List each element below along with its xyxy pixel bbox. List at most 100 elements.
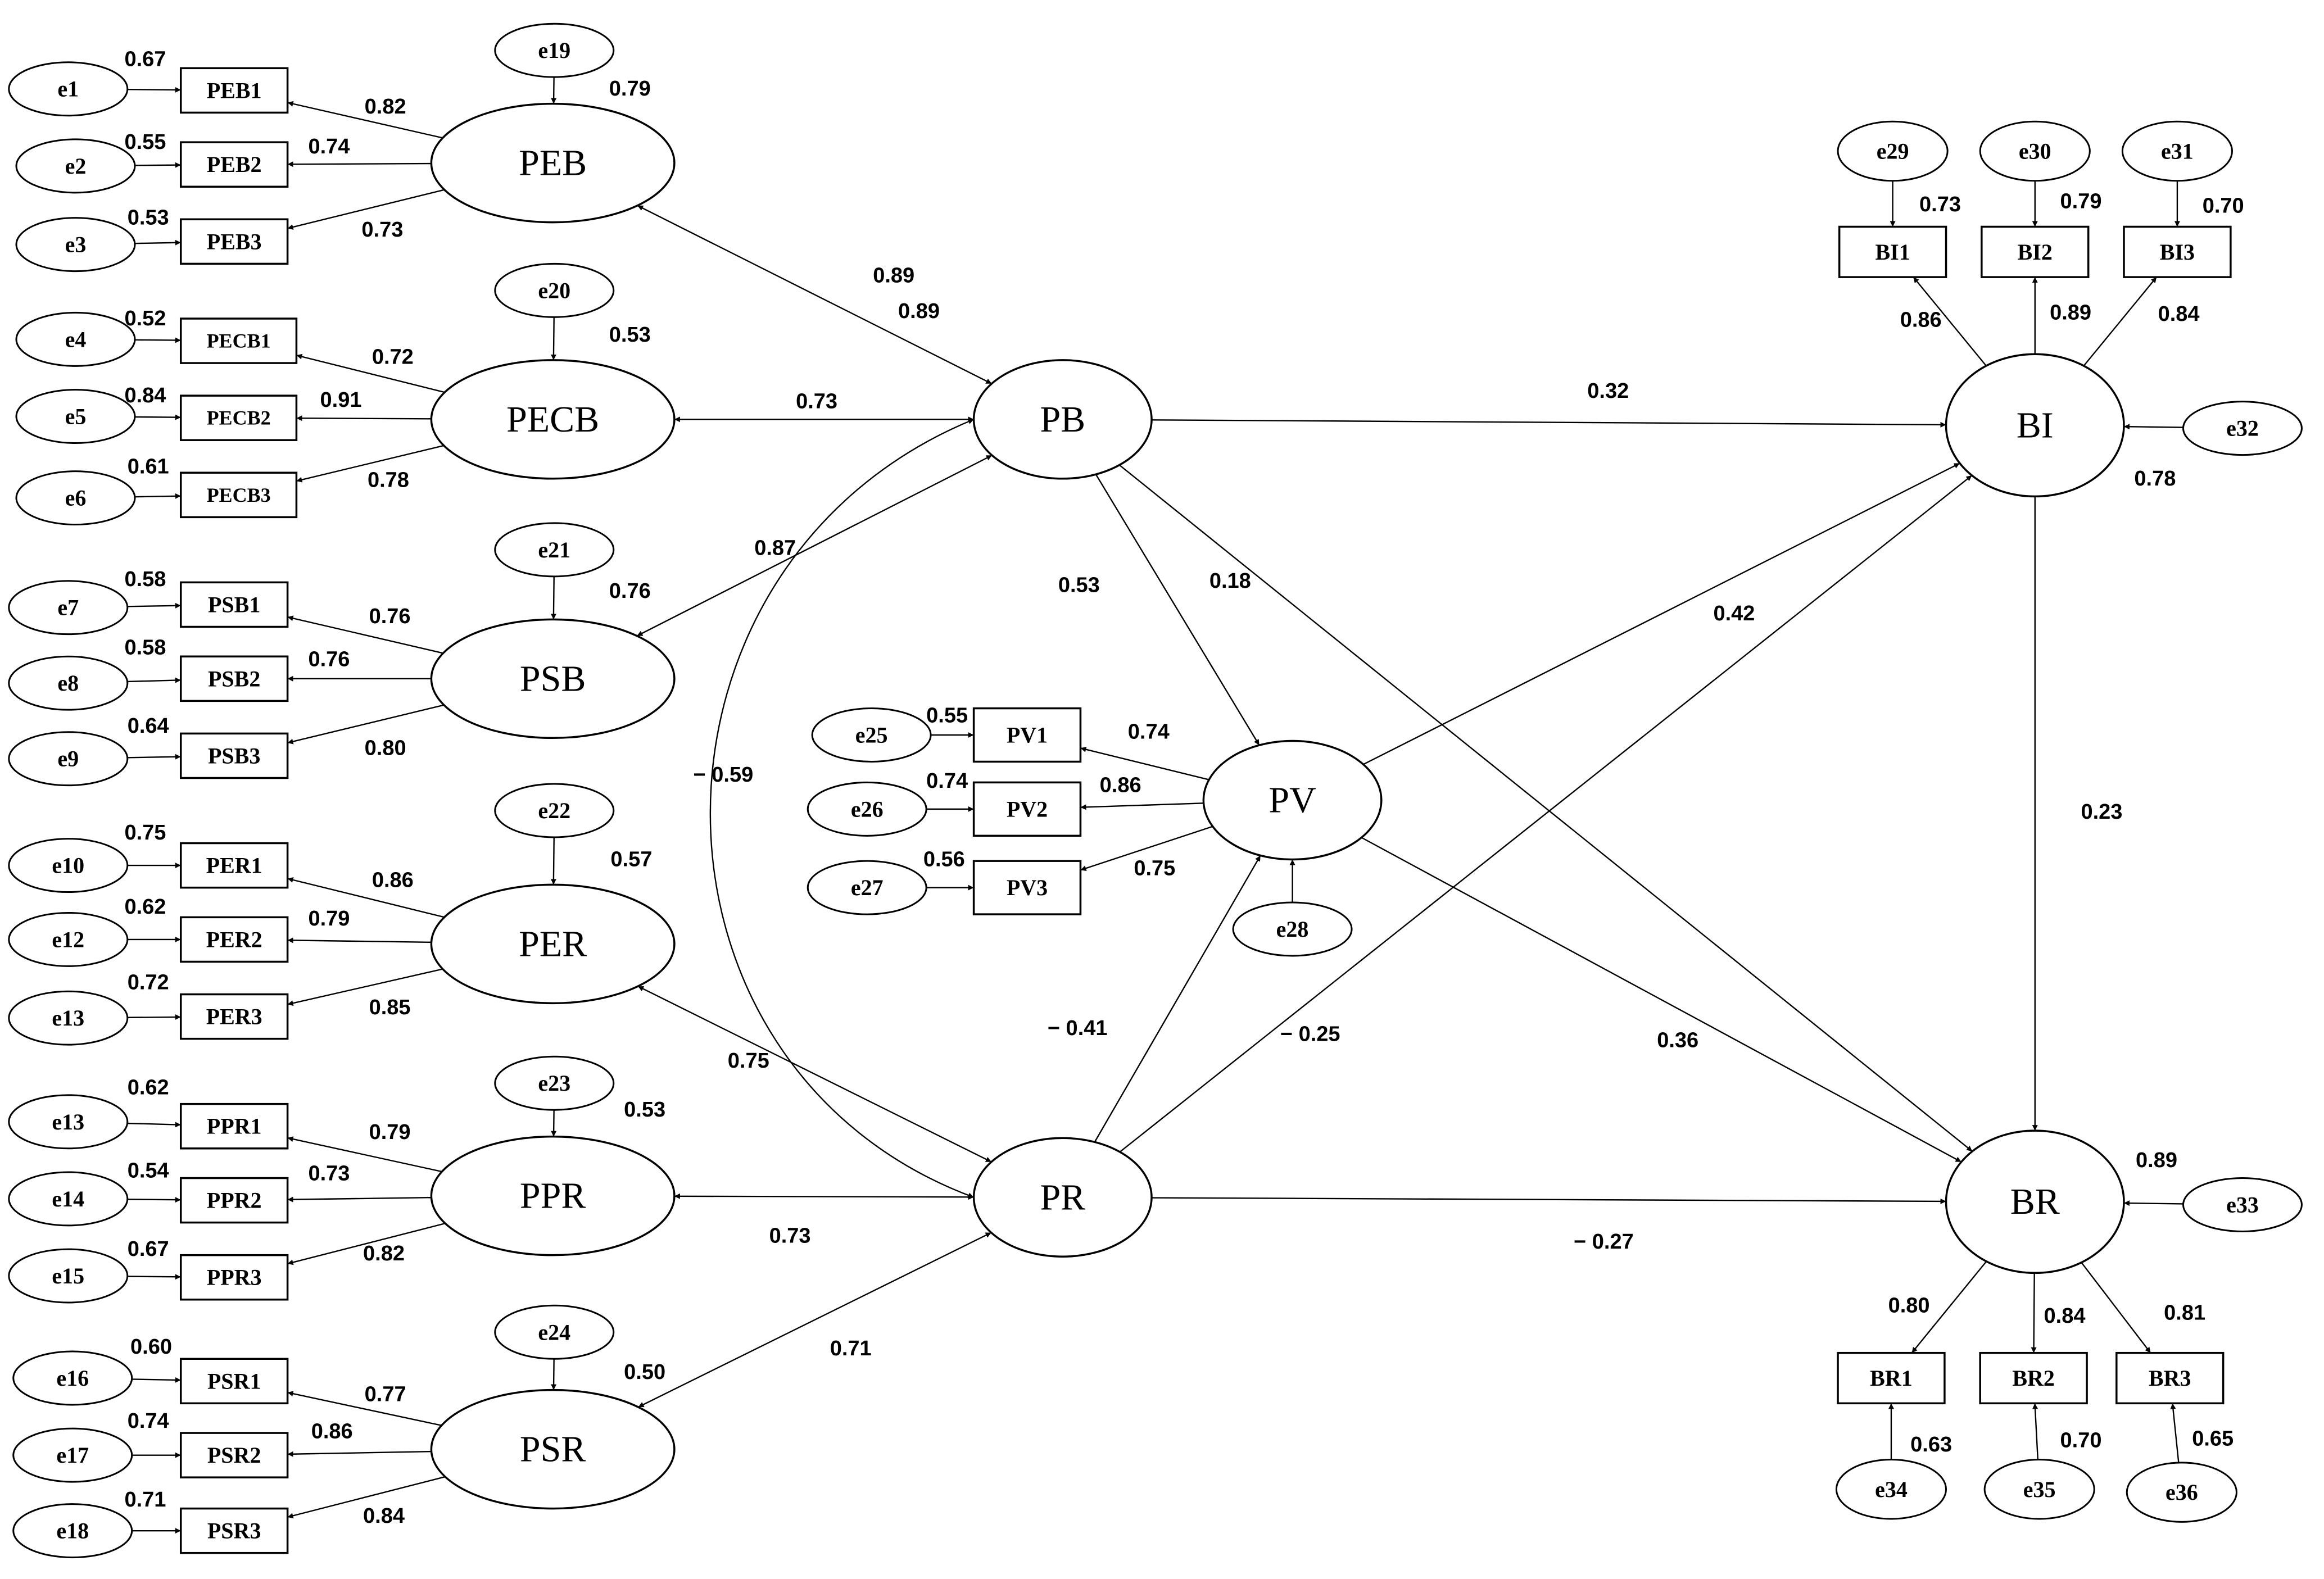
- path-PR-PER: [637, 986, 992, 1163]
- coef-e34-br1: 0.63: [1910, 1433, 1952, 1457]
- error-e5: [15, 389, 136, 444]
- loading-PER-PER1: [287, 877, 445, 918]
- error-e17: [12, 1427, 133, 1483]
- error-e17-label: e17: [56, 1442, 89, 1468]
- indicator-peb2-label: PEB2: [207, 152, 262, 177]
- coef-pr-psr: 0.71: [830, 1337, 872, 1360]
- error-e10: [8, 838, 129, 893]
- coef-e13-per3: 0.72: [128, 970, 169, 994]
- latent-br-label: BR: [2010, 1181, 2060, 1222]
- coef-pb-peb-b: 0.89: [898, 300, 940, 323]
- error-e24: [494, 1304, 615, 1360]
- coef-bi-bi3: 0.84: [2158, 302, 2200, 326]
- error-e33-label: e33: [2226, 1192, 2259, 1217]
- error-e13b-label: e13: [52, 1109, 84, 1135]
- coef-pb-pv: 0.53: [1058, 574, 1100, 597]
- coef-e7-psb1: 0.58: [124, 568, 166, 591]
- indicator-psr2: [179, 1432, 289, 1478]
- error-e14: [8, 1171, 129, 1227]
- indicator-peb1-label: PEB1: [207, 78, 262, 103]
- coef-peb-peb1: 0.82: [365, 95, 406, 119]
- indicator-ppr1-label: PPR1: [207, 1114, 262, 1139]
- error-e10-label: e10: [52, 853, 84, 878]
- coef-e31-bi3: 0.70: [2203, 194, 2244, 218]
- error-e33: [2182, 1177, 2303, 1232]
- error-e15: [8, 1248, 129, 1304]
- coef-e32-bi: 0.78: [2134, 467, 2176, 491]
- coef-e13-ppr1: 0.62: [128, 1076, 169, 1100]
- indicator-ppr1: [179, 1102, 289, 1150]
- coef-pv-bi: 0.42: [1713, 602, 1755, 625]
- indicator-peb2: [179, 141, 289, 188]
- coef-e21-psb: 0.76: [609, 579, 651, 603]
- coef-ppr-ppr1: 0.79: [369, 1120, 411, 1144]
- coef-ppr-ppr3: 0.82: [363, 1242, 405, 1265]
- coef-pv-pv3: 0.75: [1134, 856, 1175, 880]
- error-e6-label: e6: [65, 486, 87, 511]
- error-e7: [8, 580, 129, 636]
- coef-psr-psr1: 0.77: [365, 1383, 406, 1406]
- error-e13b-PPR1: [127, 1122, 181, 1128]
- coef-per-per2: 0.79: [308, 907, 350, 931]
- coef-br-br2: 0.84: [2044, 1304, 2086, 1328]
- loading-PSR-PSR2: [287, 1450, 432, 1457]
- latent-ppr-label: PPR: [520, 1176, 586, 1217]
- error-e28-label: e28: [1276, 916, 1309, 942]
- error-e20: [494, 262, 615, 318]
- disturbance-e33-BR: [2123, 1200, 2183, 1206]
- error-e8-PSB2: [127, 677, 181, 683]
- error-e9-label: e9: [57, 746, 79, 772]
- coef-peb-peb2: 0.74: [308, 135, 350, 158]
- latent-psb: [430, 618, 676, 739]
- coef-pv-pv1: 0.74: [1128, 720, 1170, 744]
- error-e8: [8, 655, 129, 711]
- coef-e14-ppr2: 0.54: [128, 1159, 169, 1182]
- error-e27-label: e27: [851, 875, 884, 900]
- error-e19-label: e19: [538, 38, 570, 63]
- loading-PEB-PEB1: [287, 101, 443, 139]
- error-e16-label: e16: [56, 1365, 89, 1391]
- error-e31-label: e31: [2161, 138, 2194, 164]
- indicator-psb3: [179, 732, 289, 779]
- error-e30: [1979, 120, 2091, 182]
- error-e4-PECB1: [134, 337, 181, 343]
- indicator-peb1: [179, 67, 289, 114]
- coef-br-br1: 0.80: [1888, 1294, 1930, 1317]
- path-PR-BI: [1119, 475, 1973, 1153]
- error-e36: [2126, 1462, 2237, 1523]
- latent-peb: [430, 102, 676, 224]
- coef-e5-pecb2: 0.84: [124, 384, 166, 407]
- coef-pecb-pecb1: 0.72: [372, 346, 414, 369]
- path-lines: [127, 77, 2183, 1534]
- path-PR-PV: [1094, 855, 1261, 1142]
- error-e4: [15, 311, 136, 367]
- coef-e22-per: 0.57: [610, 848, 652, 872]
- indicator-bi3: [2123, 225, 2232, 278]
- coef-e17-psr2: 0.74: [128, 1409, 169, 1433]
- coef-e16-psr1: 0.60: [130, 1335, 172, 1359]
- error-e34: [1835, 1459, 1947, 1520]
- loading-PSR-PSR1: [287, 1391, 442, 1426]
- indicator-pv1: [972, 707, 1082, 763]
- path-PR-PPR: [674, 1193, 974, 1200]
- error-e3-label: e3: [65, 232, 87, 257]
- path-PB-PV: [1095, 474, 1260, 746]
- latent-psr-label: PSR: [520, 1429, 586, 1470]
- coef-pb-psb: 0.87: [754, 537, 796, 560]
- coef-pr-pv: − 0.41: [1048, 1017, 1108, 1040]
- error-e5-label: e5: [65, 404, 87, 429]
- coef-psb-psb2: 0.76: [308, 648, 350, 671]
- indicator-per3: [179, 993, 289, 1040]
- error-e13a: [8, 990, 129, 1046]
- coef-e10-per1: 0.75: [124, 821, 166, 845]
- indicator-bi1-label: BI1: [1875, 239, 1910, 265]
- error-e2-PEB2: [134, 162, 181, 168]
- coef-pb-pecb: 0.73: [796, 390, 837, 414]
- error-BR3: [2170, 1403, 2180, 1463]
- error-e20-label: e20: [538, 278, 570, 303]
- error-e36-label: e36: [2166, 1480, 2198, 1505]
- latent-per-label: PER: [519, 923, 587, 964]
- coef-pv-pv2: 0.86: [1100, 774, 1141, 797]
- coef-pb-br: 0.18: [1209, 569, 1251, 593]
- error-e25-label: e25: [855, 723, 888, 748]
